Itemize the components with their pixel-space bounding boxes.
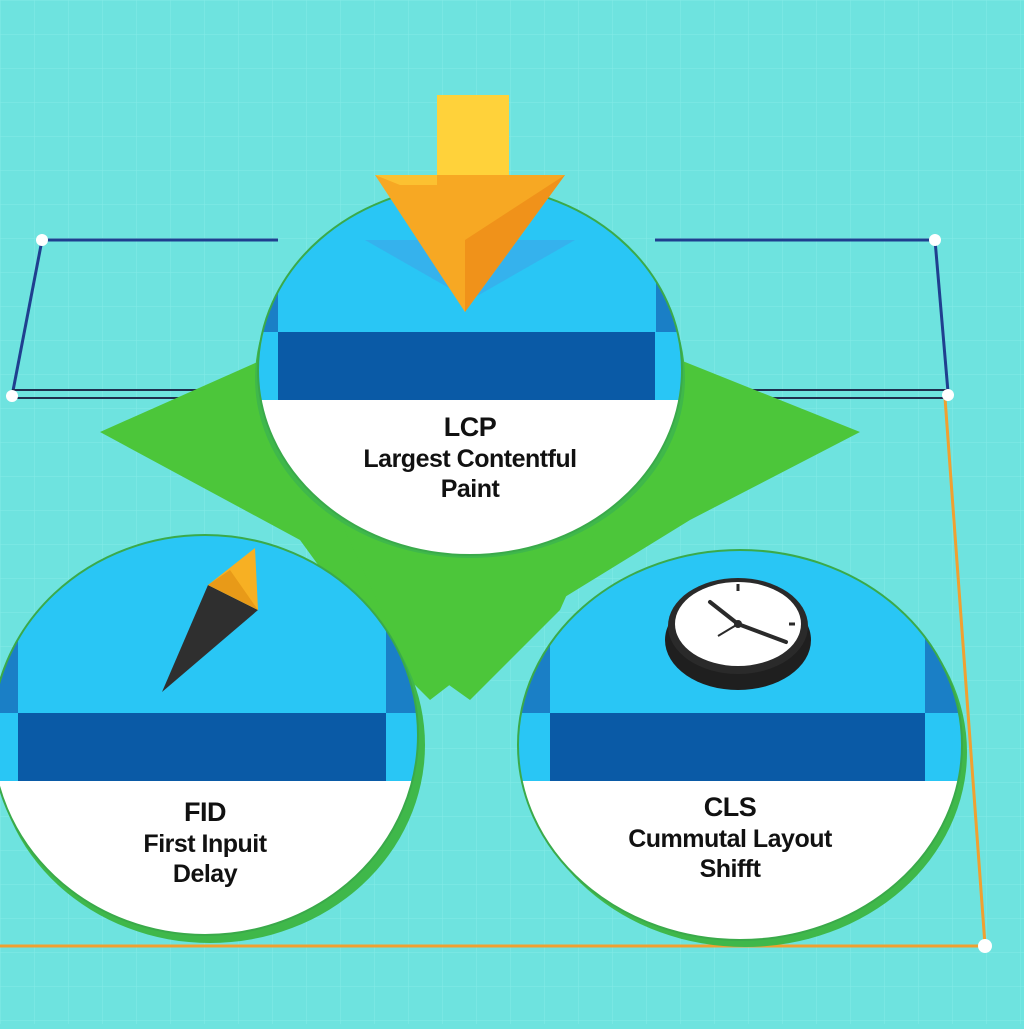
cls-abbr: CLS [703,792,757,822]
pointer-cursor-icon [162,548,258,692]
down-arrow-icon [365,95,575,312]
lcp-label: LCP Largest Contentful Paint [330,410,610,504]
fid-disc [0,534,425,943]
lcp-full-line2: Paint [440,475,500,503]
green-center-fill [340,520,600,700]
fid-full-line2: Delay [172,860,238,888]
lcp-full-line1: Largest Contentful [363,445,577,473]
fid-full-line1: First Inpuit [143,830,267,858]
clock-icon [665,578,811,690]
cls-full-line2: Shifft [699,855,761,883]
lcp-abbr: LCP [443,412,497,442]
fid-label: FID First Inpuit Delay [85,795,325,889]
fid-abbr: FID [184,797,227,827]
cls-full-line1: Cummutal Layout [628,825,832,853]
cls-label: CLS Cummutal Layout Shifft [595,790,865,884]
